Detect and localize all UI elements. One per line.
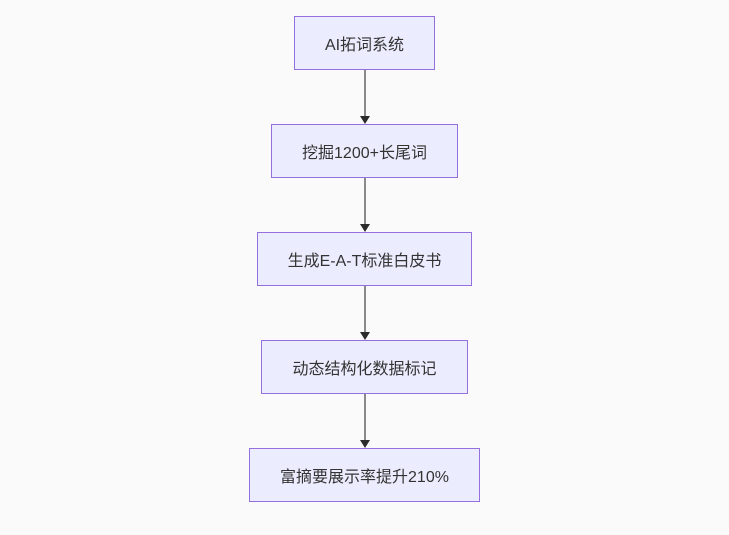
arrowhead-down-icon	[359, 224, 370, 232]
arrow-line	[363, 286, 366, 332]
arrowhead-down-icon	[359, 440, 370, 448]
arrowhead-down-icon	[359, 116, 370, 124]
flow-node-eat-whitepaper: 生成E-A-T标准白皮书	[256, 232, 473, 286]
arrow-line	[363, 178, 366, 224]
arrow-connector	[359, 286, 370, 340]
arrow-line	[363, 70, 366, 116]
flow-node-structured-data-markup: 动态结构化数据标记	[261, 340, 468, 394]
flow-node-ai-word-system: AI拓词系统	[293, 16, 436, 70]
arrow-connector	[359, 178, 370, 232]
arrow-connector	[359, 394, 370, 448]
flow-node-rich-snippet-uplift: 富摘要展示率提升210%	[249, 448, 480, 502]
flow-node-longtail-mining: 挖掘1200+长尾词	[271, 124, 458, 178]
arrow-line	[363, 394, 366, 440]
arrow-connector	[359, 70, 370, 124]
arrowhead-down-icon	[359, 332, 370, 340]
